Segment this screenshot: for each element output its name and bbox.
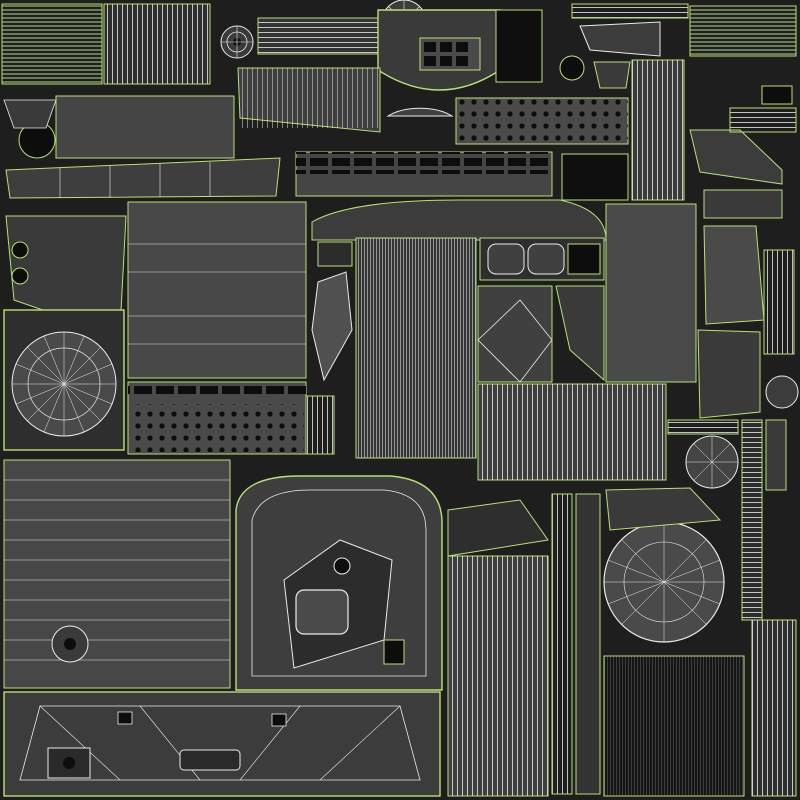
- angled-wedge-panel: [477, 285, 605, 383]
- left-fan-circle: [3, 99, 57, 159]
- semicircle-fan-island: [386, 107, 454, 117]
- large-radial-wheel-left[interactable]: [3, 309, 125, 451]
- right-grey-tall-panel: [605, 203, 697, 383]
- top-left-stripe-island: [1, 3, 211, 85]
- bottom-base-plate[interactable]: [3, 691, 441, 797]
- narrow-vertical-strips: [551, 493, 601, 795]
- top-hatched-strip: [257, 17, 379, 55]
- dense-hatch-panel-center: [355, 237, 477, 459]
- left-curved-band: [5, 157, 281, 199]
- rounded-window-island[interactable]: [479, 237, 605, 281]
- top-right-stripe-panel: [689, 5, 797, 57]
- small-radial-island-top: [220, 25, 254, 59]
- right-vertical-strip: [741, 419, 787, 621]
- tall-hatched-column: [631, 59, 685, 201]
- perforated-panel-lower-left[interactable]: [127, 381, 335, 455]
- top-dark-square: [495, 9, 543, 83]
- perforated-panel-top[interactable]: [455, 97, 629, 145]
- top-u-bracket-island: [377, 9, 501, 91]
- center-arch-frame: [311, 199, 607, 241]
- left-shard-islands: [311, 241, 353, 382]
- hatched-panel-middle: [477, 383, 667, 481]
- dark-speaker-grille: [603, 655, 745, 797]
- small-fan-wheel-right: [667, 419, 739, 489]
- curved-mesh-island: [237, 67, 381, 133]
- grey-panel-center-left: [127, 201, 307, 379]
- large-grey-panel-top: [55, 95, 235, 159]
- dark-screen-square: [561, 153, 629, 201]
- bottom-right-hatch-column: [751, 619, 797, 797]
- center-bezel-frame[interactable]: [235, 475, 443, 691]
- large-radial-wheel-right[interactable]: [603, 487, 725, 643]
- top-right-curved-island: [559, 3, 689, 89]
- hatched-panel-lower-center: [447, 499, 549, 797]
- right-wedge-islands: [689, 85, 797, 185]
- block-strip-island: [295, 151, 553, 197]
- large-striped-panel-bottom-left: [3, 459, 231, 689]
- right-trapezoid-islands: [697, 189, 799, 419]
